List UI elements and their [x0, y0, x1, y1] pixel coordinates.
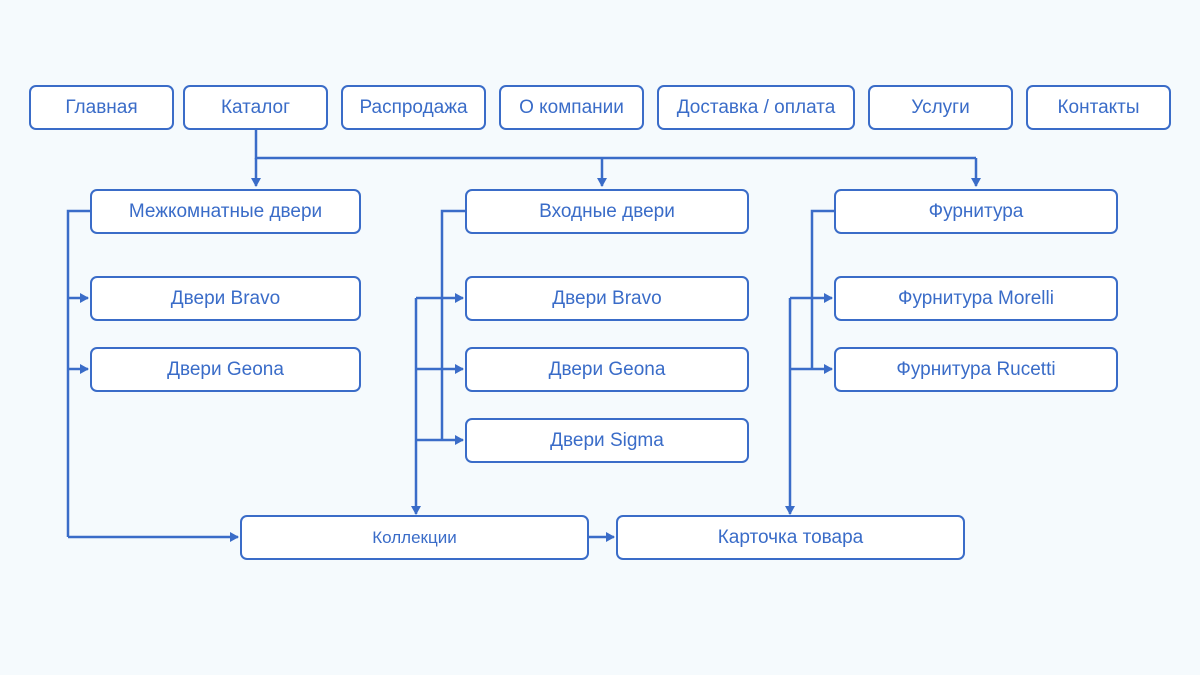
- entrance-item-sigma[interactable]: Двери Sigma: [465, 418, 749, 463]
- nav-services[interactable]: Услуги: [868, 85, 1013, 130]
- category-entrance-doors[interactable]: Входные двери: [465, 189, 749, 234]
- page-product-card[interactable]: Карточка товара: [616, 515, 965, 560]
- nav-delivery[interactable]: Доставка / оплата: [657, 85, 855, 130]
- nav-sale[interactable]: Распродажа: [341, 85, 486, 130]
- hardware-item-morelli[interactable]: Фурнитура Morelli: [834, 276, 1118, 321]
- hardware-item-rucetti[interactable]: Фурнитура Rucetti: [834, 347, 1118, 392]
- nav-catalog[interactable]: Каталог: [183, 85, 328, 130]
- entrance-item-geona[interactable]: Двери Geona: [465, 347, 749, 392]
- page-collections[interactable]: Коллекции: [240, 515, 589, 560]
- entrance-item-bravo[interactable]: Двери Bravo: [465, 276, 749, 321]
- entrance-trunk-outer: [440, 209, 465, 440]
- nav-contacts[interactable]: Контакты: [1026, 85, 1171, 130]
- category-hardware[interactable]: Фурнитура: [834, 189, 1118, 234]
- nav-about[interactable]: О компании: [499, 85, 644, 130]
- interior-item-bravo[interactable]: Двери Bravo: [90, 276, 361, 321]
- category-interior-doors[interactable]: Межкомнатные двери: [90, 189, 361, 234]
- nav-home[interactable]: Главная: [29, 85, 174, 130]
- interior-item-geona[interactable]: Двери Geona: [90, 347, 361, 392]
- catalog-connector: [254, 130, 976, 160]
- hardware-trunk-outer: [810, 209, 834, 369]
- interior-trunk: [66, 209, 90, 537]
